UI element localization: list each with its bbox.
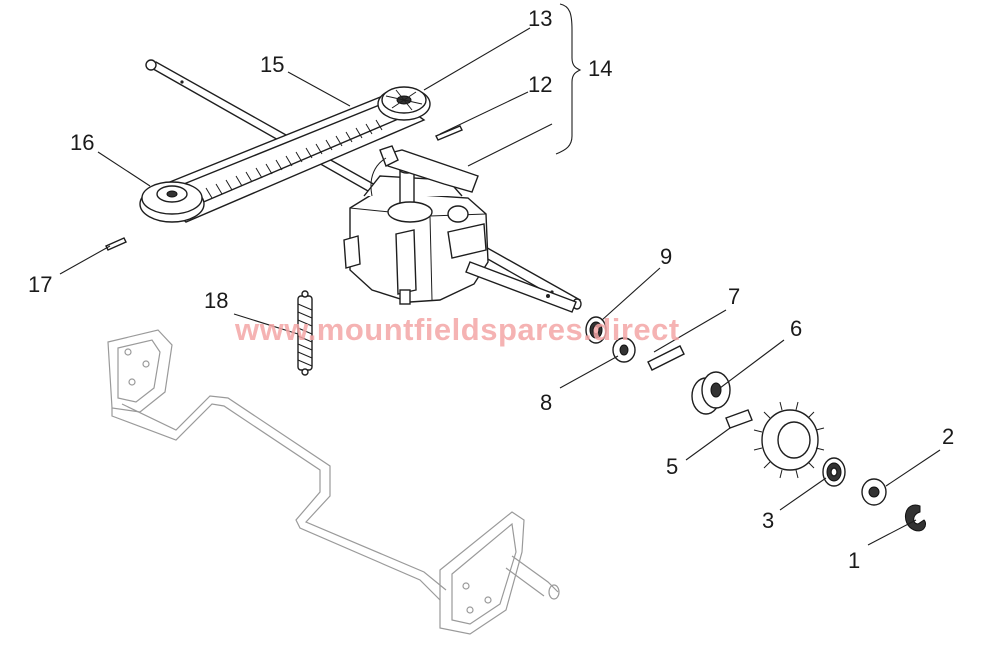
callout-8: 8: [540, 390, 552, 415]
washer-2: [861, 478, 887, 506]
spring-18: [297, 290, 313, 376]
callout-6: 6: [790, 316, 802, 341]
pin-12: [435, 125, 463, 141]
pinion-6: [691, 371, 731, 415]
callout-14: 14: [588, 56, 612, 81]
output-shaft: [465, 261, 577, 313]
leader-lines: [59, 3, 941, 546]
key-5: [725, 409, 753, 429]
roll-pin-7: [647, 345, 685, 371]
washer-8: [612, 337, 636, 363]
pin-17: [105, 237, 127, 251]
callout-9: 9: [660, 244, 672, 269]
bearing-3: [822, 457, 846, 487]
watermark-text: www.mountfieldspares.direct: [234, 312, 680, 347]
callout-1: 1: [848, 548, 860, 573]
callout-2: 2: [942, 424, 954, 449]
callout-13: 13: [528, 6, 552, 31]
upper-pulley: [377, 86, 431, 121]
lower-pulley: [139, 181, 205, 223]
callout-16: 16: [70, 130, 94, 155]
callout-12: 12: [528, 72, 552, 97]
callout-3: 3: [762, 508, 774, 533]
drive-gear: [753, 401, 825, 479]
callout-15: 15: [260, 52, 284, 77]
gearbox: [343, 145, 489, 305]
callout-7: 7: [728, 284, 740, 309]
bush-9: [585, 316, 607, 344]
callout-17: 17: [28, 272, 52, 297]
callout-18: 18: [204, 288, 228, 313]
circlip-1: [905, 504, 927, 532]
belt-assembly: [139, 86, 431, 223]
callout-labels: 1 2 3 5 6 7 8 9 12 13 14 15 16 17 18: [28, 6, 954, 573]
callout-5: 5: [666, 454, 678, 479]
height-adjust-frame: [107, 329, 560, 635]
